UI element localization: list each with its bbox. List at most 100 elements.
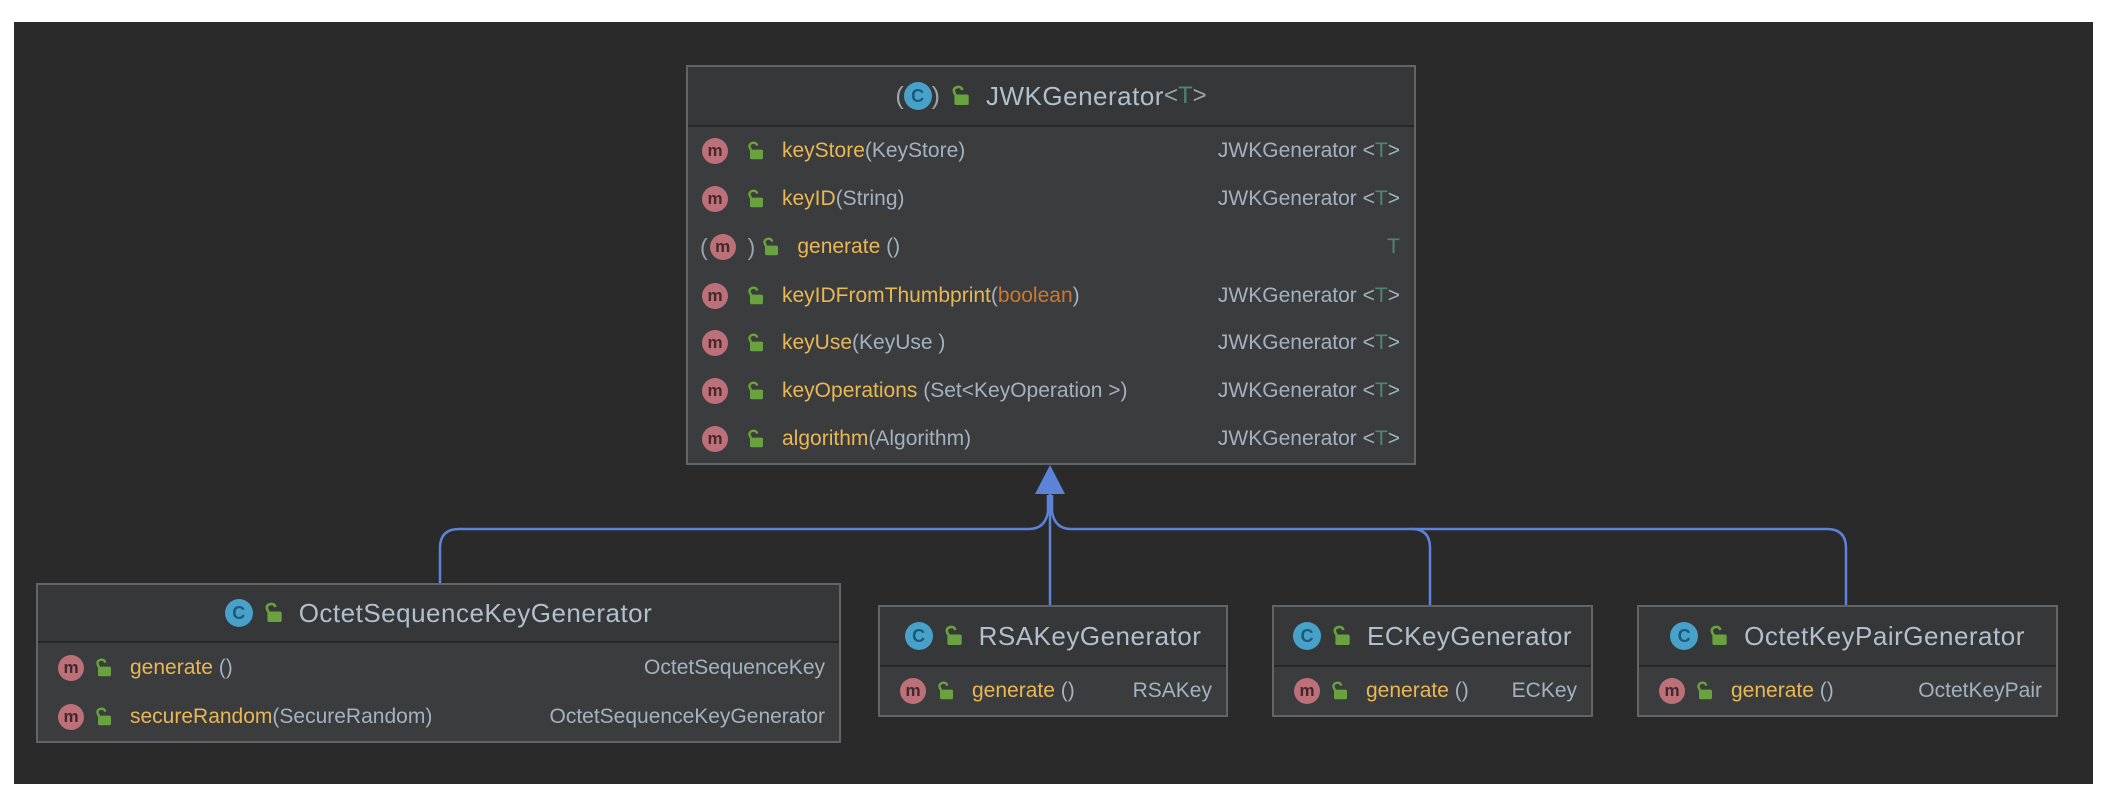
class-box-rsakeygenerator[interactable]: C RSAKeyGenerator m generate () RSAKey bbox=[878, 605, 1228, 717]
public-lock-icon bbox=[1332, 681, 1347, 700]
return-type: JWKGenerator <T> bbox=[1217, 283, 1400, 307]
class-header-rsakeygenerator[interactable]: C RSAKeyGenerator bbox=[880, 607, 1226, 667]
generic-type: T bbox=[1177, 82, 1193, 109]
method-name: generate bbox=[797, 235, 881, 259]
public-lock-icon bbox=[748, 381, 763, 400]
method-row-generate[interactable]: ( m ) generate () T bbox=[688, 223, 1414, 272]
return-type: OctetKeyPair bbox=[1918, 679, 2042, 702]
method-icon: m bbox=[1294, 678, 1320, 704]
method-name: keyIDFromThumbprint bbox=[782, 283, 991, 307]
method-name: keyID bbox=[782, 186, 836, 210]
class-box-octetkeypairgenerator[interactable]: C OctetKeyPairGenerator m generate () Oc… bbox=[1637, 605, 2058, 717]
method-icon: m bbox=[900, 678, 926, 704]
public-lock-icon bbox=[748, 286, 763, 304]
public-lock-icon bbox=[265, 602, 282, 623]
method-row-generate[interactable]: m generate () OctetKeyPair bbox=[1639, 667, 2056, 715]
method-row-generate[interactable]: m generate () ECKey bbox=[1274, 667, 1591, 715]
method-row-keystore[interactable]: m keyStore (KeyStore) JWKGenerator <T> bbox=[688, 127, 1414, 175]
class-icon: C bbox=[903, 82, 932, 110]
method-row-keyoperations[interactable]: m keyOperations (Set<KeyOperation >) JWK… bbox=[688, 367, 1414, 415]
class-icon: C bbox=[224, 599, 253, 627]
return-type: JWKGenerator <T> bbox=[1217, 427, 1400, 451]
class-title: RSAKeyGenerator bbox=[978, 620, 1202, 651]
method-name: keyStore bbox=[782, 138, 865, 162]
abstract-paren-close: ) bbox=[747, 233, 756, 260]
method-params: ( bbox=[990, 283, 998, 307]
abstract-paren-open: ( bbox=[700, 233, 708, 260]
public-lock-icon bbox=[938, 681, 953, 700]
public-lock-icon bbox=[96, 658, 111, 676]
public-lock-icon bbox=[748, 333, 763, 352]
public-lock-icon bbox=[1710, 625, 1727, 646]
method-params: () bbox=[1813, 679, 1834, 702]
class-box-eckeygenerator[interactable]: C ECKeyGenerator m generate () ECKey bbox=[1272, 605, 1593, 717]
method-params: () bbox=[1448, 679, 1469, 702]
public-lock-icon bbox=[748, 141, 763, 160]
generic-close: > bbox=[1192, 82, 1207, 109]
method-icon: m bbox=[702, 426, 728, 453]
method-row-algorithm[interactable]: m algorithm (Algorithm) JWKGenerator <T> bbox=[688, 415, 1414, 463]
method-params: (String) bbox=[835, 186, 905, 210]
class-header-eckeygenerator[interactable]: C ECKeyGenerator bbox=[1274, 607, 1591, 667]
method-row-keyidfromthumbprint[interactable]: m keyIDFromThumbprint ( boolean ) JWKGen… bbox=[688, 272, 1414, 320]
method-name: algorithm bbox=[782, 427, 869, 451]
method-icon: m bbox=[58, 654, 84, 681]
method-name: generate bbox=[1366, 679, 1449, 702]
return-type: JWKGenerator <T> bbox=[1217, 138, 1400, 162]
method-name: generate bbox=[130, 655, 213, 679]
method-row-keyuse[interactable]: m keyUse (KeyUse ) JWKGenerator <T> bbox=[688, 319, 1414, 367]
class-box-jwkgenerator[interactable]: ( C ) JWKGenerator < T > m keyStore (Key… bbox=[686, 65, 1416, 465]
return-type: JWKGenerator <T> bbox=[1217, 379, 1400, 403]
return-type: T bbox=[1387, 235, 1400, 259]
method-name: generate bbox=[972, 679, 1055, 702]
public-lock-icon bbox=[748, 189, 763, 207]
public-lock-icon bbox=[1697, 681, 1712, 700]
method-icon: m bbox=[702, 330, 728, 357]
method-icon: m bbox=[1659, 678, 1685, 704]
class-box-octetsequencekeygenerator[interactable]: C OctetSequenceKeyGenerator m generate (… bbox=[36, 583, 841, 743]
method-icon: m bbox=[58, 703, 84, 730]
method-row-generate[interactable]: m generate () OctetSequenceKey bbox=[38, 643, 839, 692]
return-type: JWKGenerator <T> bbox=[1217, 331, 1400, 355]
class-header-jwkgenerator[interactable]: ( C ) JWKGenerator < T > bbox=[688, 67, 1414, 127]
public-lock-icon bbox=[748, 429, 763, 448]
method-name: keyOperations bbox=[782, 379, 918, 403]
class-title: OctetKeyPairGenerator bbox=[1744, 620, 2025, 651]
return-type: ECKey bbox=[1511, 679, 1577, 702]
public-lock-icon bbox=[945, 625, 962, 646]
method-params: (KeyUse ) bbox=[852, 331, 946, 355]
method-row-keyid[interactable]: m keyID (String) JWKGenerator <T> bbox=[688, 175, 1414, 223]
public-lock-icon bbox=[1333, 625, 1350, 646]
method-name: secureRandom bbox=[130, 704, 273, 728]
class-title: ECKeyGenerator bbox=[1367, 620, 1572, 651]
abstract-paren-open: ( bbox=[895, 81, 904, 110]
public-lock-icon bbox=[763, 237, 779, 256]
return-type: OctetSequenceKeyGenerator bbox=[549, 704, 825, 728]
method-params: (Set<KeyOperation >) bbox=[917, 379, 1128, 403]
public-lock-icon bbox=[952, 85, 969, 106]
method-row-generate[interactable]: m generate () RSAKey bbox=[880, 667, 1226, 715]
keyword-param: boolean bbox=[997, 283, 1073, 307]
generic-open: < bbox=[1163, 82, 1178, 109]
method-icon: m bbox=[702, 378, 728, 405]
method-icon: m bbox=[702, 282, 728, 309]
class-icon: C bbox=[904, 622, 933, 650]
method-icon: m bbox=[702, 185, 728, 212]
method-row-securerandom[interactable]: m secureRandom (SecureRandom) OctetSeque… bbox=[38, 692, 839, 741]
class-header-octetkeypairgenerator[interactable]: C OctetKeyPairGenerator bbox=[1639, 607, 2056, 667]
method-name: generate bbox=[1731, 679, 1814, 702]
method-params: (KeyStore) bbox=[864, 138, 966, 162]
method-params: (Algorithm) bbox=[868, 427, 972, 451]
method-params: () bbox=[880, 235, 901, 259]
class-header-octetsequencekeygenerator[interactable]: C OctetSequenceKeyGenerator bbox=[38, 585, 839, 643]
return-type: JWKGenerator <T> bbox=[1217, 186, 1400, 210]
method-params: () bbox=[1054, 679, 1075, 702]
class-title: OctetSequenceKeyGenerator bbox=[298, 597, 653, 628]
method-icon: m bbox=[702, 137, 728, 164]
class-icon: C bbox=[1670, 622, 1699, 650]
return-type: OctetSequenceKey bbox=[644, 655, 825, 679]
abstract-paren-close: ) bbox=[931, 81, 940, 110]
method-params: () bbox=[212, 655, 233, 679]
abstract-method-icon: m bbox=[709, 234, 736, 261]
